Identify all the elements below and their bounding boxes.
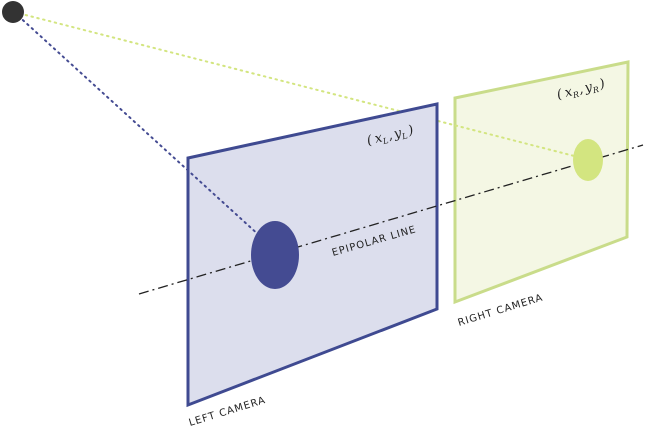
right-image-point	[573, 139, 603, 181]
left-image-point	[251, 221, 299, 289]
right-camera-plane	[453, 60, 630, 305]
right-projection-ray	[13, 11, 587, 160]
left-projection-ray	[13, 11, 273, 248]
scene-point	[2, 1, 24, 23]
epipolar-line	[138, 144, 644, 295]
left-camera-plane	[186, 102, 439, 408]
